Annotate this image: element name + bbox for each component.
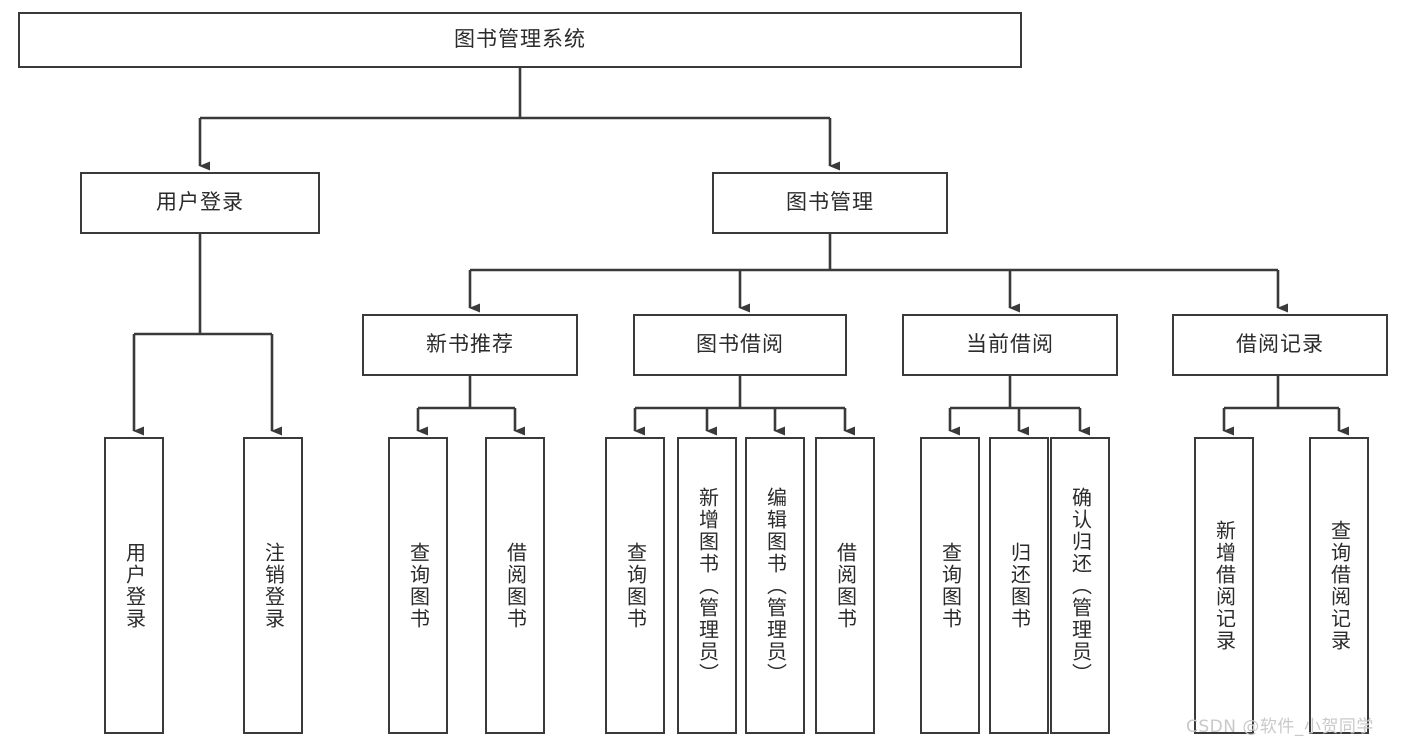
- leaf-borrow-book-2-label: 借阅图书: [833, 541, 858, 630]
- leaf-query-book-1-label: 查询图书: [406, 541, 431, 630]
- csdn-watermark: CSDN @软件_小贺同学: [1186, 717, 1374, 737]
- leaf-query-book-3[interactable]: 查询图书: [920, 437, 980, 734]
- leaf-add-record[interactable]: 新增借阅记录: [1194, 437, 1254, 734]
- leaf-return-book[interactable]: 归还图书: [989, 437, 1049, 734]
- leaf-edit-book[interactable]: 编辑图书（管理员）: [745, 437, 805, 734]
- leaf-logout-login[interactable]: 注销登录: [243, 437, 303, 734]
- leaf-query-record[interactable]: 查询借阅记录: [1309, 437, 1369, 734]
- leaf-borrow-book-2[interactable]: 借阅图书: [815, 437, 875, 734]
- leaf-query-book-1[interactable]: 查询图书: [388, 437, 448, 734]
- leaf-borrow-book-1[interactable]: 借阅图书: [485, 437, 545, 734]
- node-book-manage[interactable]: 图书管理: [712, 172, 948, 234]
- leaf-user-login[interactable]: 用户登录: [104, 437, 164, 734]
- leaf-return-book-label: 归还图书: [1007, 541, 1032, 630]
- node-current-borrow-label: 当前借阅: [966, 332, 1054, 357]
- leaf-query-record-label: 查询借阅记录: [1327, 519, 1352, 652]
- node-root[interactable]: 图书管理系统: [18, 12, 1022, 68]
- node-borrow-record-label: 借阅记录: [1236, 332, 1324, 357]
- leaf-borrow-book-1-label: 借阅图书: [503, 541, 528, 630]
- node-new-book-recommend[interactable]: 新书推荐: [362, 314, 578, 376]
- node-book-borrow-label: 图书借阅: [696, 332, 784, 357]
- node-current-borrow[interactable]: 当前借阅: [902, 314, 1118, 376]
- node-new-book-recommend-label: 新书推荐: [426, 332, 514, 357]
- node-borrow-record[interactable]: 借阅记录: [1172, 314, 1388, 376]
- node-book-manage-label: 图书管理: [786, 190, 874, 215]
- leaf-query-book-3-label: 查询图书: [938, 541, 963, 630]
- leaf-confirm-return[interactable]: 确认归还（管理员）: [1050, 437, 1110, 734]
- leaf-logout-login-label: 注销登录: [261, 541, 286, 630]
- leaf-add-book-label: 新增图书（管理员）: [695, 486, 720, 685]
- leaf-query-book-2[interactable]: 查询图书: [605, 437, 665, 734]
- leaf-user-login-label: 用户登录: [122, 541, 147, 630]
- node-user-login-label: 用户登录: [156, 190, 244, 215]
- node-root-label: 图书管理系统: [454, 27, 586, 52]
- leaf-add-book[interactable]: 新增图书（管理员）: [677, 437, 737, 734]
- node-book-borrow[interactable]: 图书借阅: [633, 314, 847, 376]
- leaf-query-book-2-label: 查询图书: [623, 541, 648, 630]
- leaf-add-record-label: 新增借阅记录: [1212, 519, 1237, 652]
- leaf-edit-book-label: 编辑图书（管理员）: [763, 486, 788, 685]
- node-user-login[interactable]: 用户登录: [80, 172, 320, 234]
- leaf-confirm-return-label: 确认归还（管理员）: [1068, 486, 1093, 685]
